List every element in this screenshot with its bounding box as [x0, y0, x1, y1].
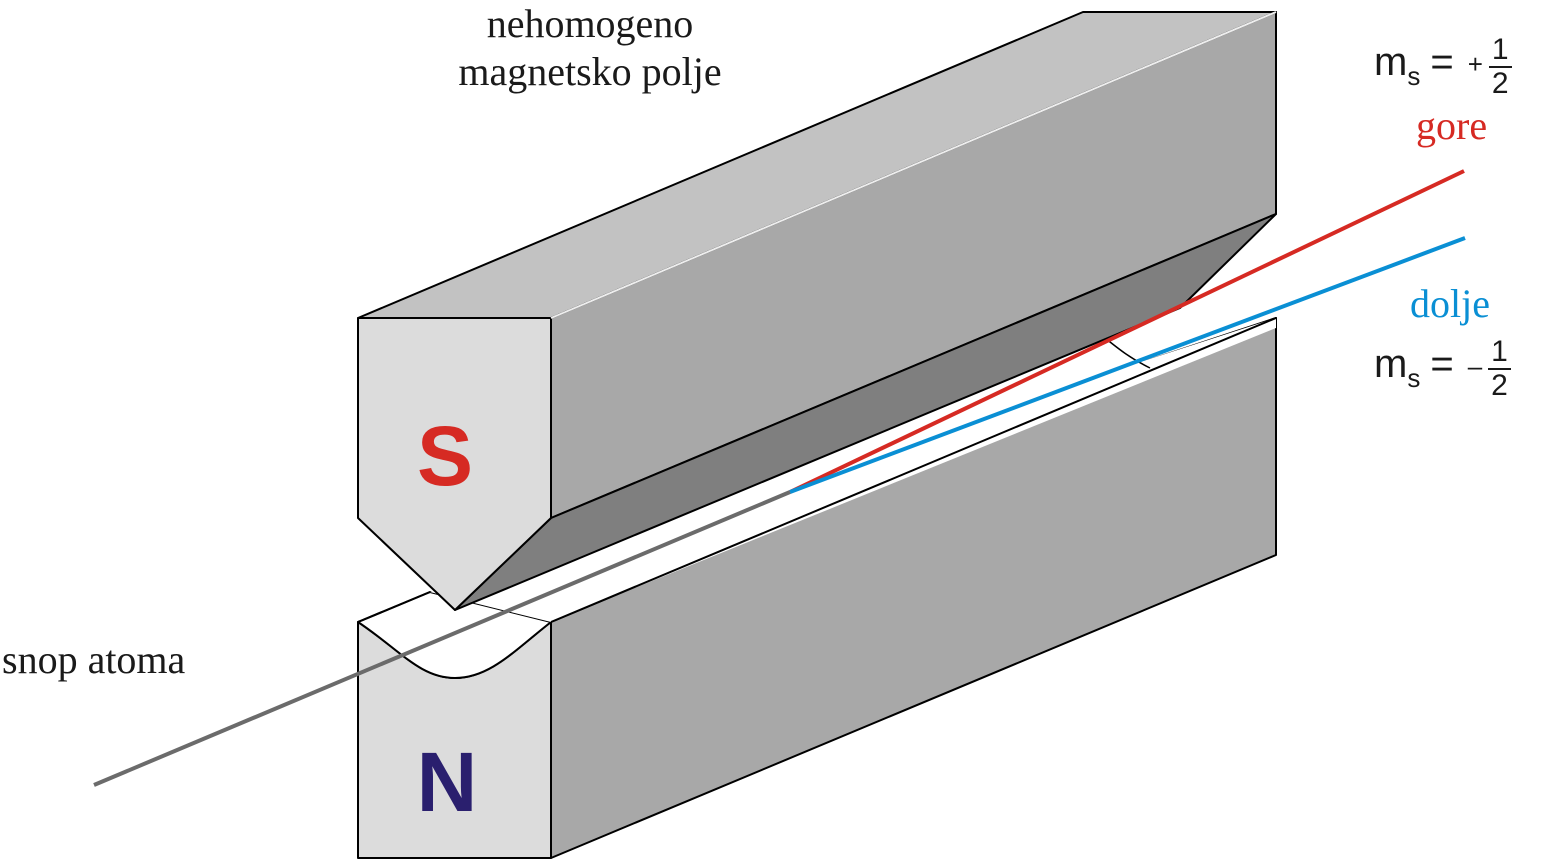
field-title-line1: nehomogeno: [486, 1, 694, 46]
spin-up-label: gore: [1416, 103, 1488, 148]
s-magnet-highlight: [550, 11, 1277, 319]
ms-up-denominator: 2: [1491, 67, 1509, 100]
n-magnet-edge: [550, 317, 1277, 623]
ms-up-subscript: s: [1407, 61, 1421, 92]
s-pole-magnet: [357, 11, 1277, 611]
ms-down-equals: =: [1430, 342, 1454, 387]
field-title: nehomogeno magnetsko polje: [410, 0, 770, 96]
ms-down-subscript: s: [1407, 363, 1421, 394]
s-pole-label: S: [416, 409, 474, 503]
ms-up-equals: =: [1430, 40, 1454, 85]
spin-down-path: [789, 236, 1466, 494]
ms-up-sign: +: [1467, 49, 1483, 80]
ms-down-numerator: 1: [1488, 336, 1511, 370]
field-title-line2: magnetsko polje: [458, 49, 722, 94]
ms-up-symbol: m: [1374, 40, 1408, 85]
atom-beam-incoming: [93, 490, 791, 787]
n-magnet-back-edge: [357, 591, 431, 623]
ms-down-denominator: 2: [1491, 369, 1508, 402]
ms-down-sign: –: [1467, 351, 1483, 382]
ms-down-symbol: m: [1374, 342, 1408, 387]
s-magnet-front-face: [357, 317, 552, 611]
spin-down-label: dolje: [1410, 281, 1490, 326]
n-pole-label: N: [416, 735, 478, 829]
beam-label: snop atoma: [2, 637, 186, 682]
ms-up-numerator: 1: [1488, 34, 1512, 68]
spin-up-path: [789, 169, 1465, 494]
